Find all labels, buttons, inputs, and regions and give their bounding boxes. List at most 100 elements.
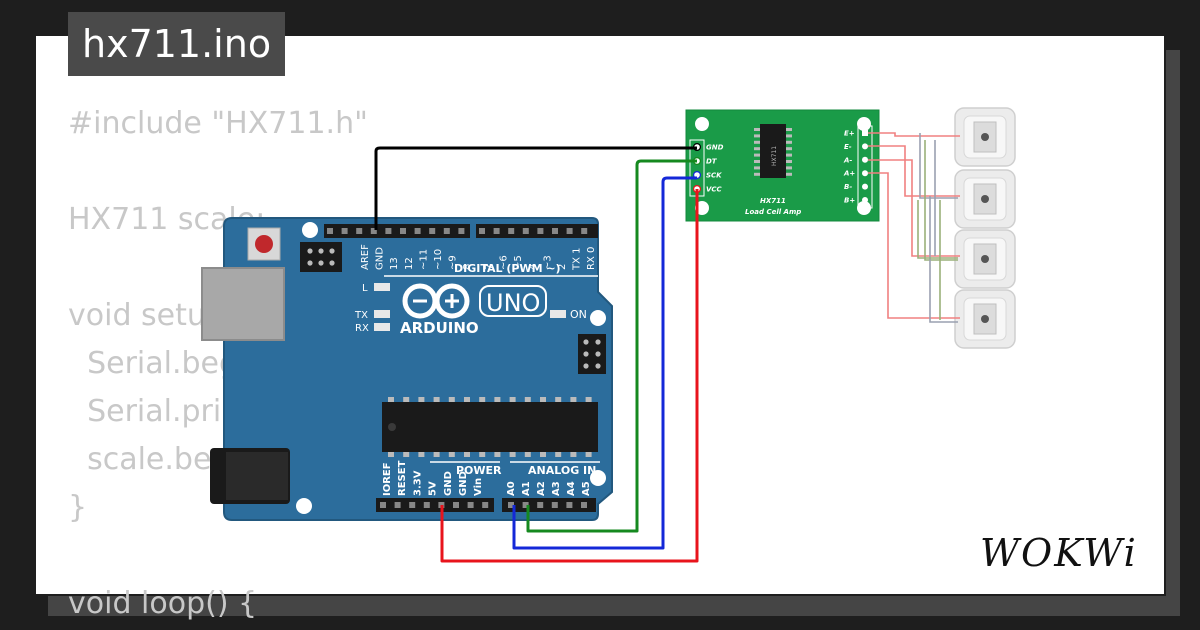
hx711-right-header (857, 125, 873, 209)
pin-hole[interactable] (356, 228, 363, 234)
mount-hole (302, 222, 318, 238)
pin-hole[interactable] (537, 228, 544, 234)
load-cell-wire (868, 172, 960, 319)
analog-pin-label: A3 (551, 481, 562, 496)
file-title[interactable]: hx711.ino (68, 12, 286, 76)
chip-leg (524, 397, 531, 402)
load-cell-screw (981, 315, 989, 323)
load-cell[interactable] (954, 107, 1016, 167)
pin-hole[interactable] (493, 228, 500, 234)
load-cell-wire (929, 196, 958, 323)
load-cell[interactable] (954, 289, 1016, 349)
pin-hole[interactable] (423, 502, 430, 508)
pin-hole[interactable] (385, 228, 392, 234)
hx711-pin-label: SCK (706, 172, 722, 180)
pin-hole[interactable] (394, 502, 401, 508)
pin-hole[interactable] (537, 502, 544, 508)
power-pin-label: RESET (397, 460, 408, 496)
pin-hole[interactable] (400, 228, 406, 234)
pin-hole[interactable] (327, 228, 333, 234)
pin-hole[interactable] (581, 502, 587, 508)
chip-leg (786, 134, 792, 138)
hx711-pin[interactable] (862, 197, 868, 203)
load-cell[interactable] (954, 229, 1016, 289)
pin-hole[interactable] (566, 228, 573, 234)
hx711-chip-label: HX711 (771, 146, 778, 166)
wire-vcc[interactable] (440, 189, 699, 563)
pin-hole[interactable] (429, 228, 436, 234)
chip-leg (754, 172, 760, 176)
bottom-pin-holes (380, 502, 587, 508)
mount-hole (296, 498, 312, 514)
pin-hole[interactable] (467, 502, 474, 508)
pin-hole[interactable] (409, 502, 416, 508)
hx711-pin-label: B+ (844, 197, 855, 205)
hx711-pin-label: DT (706, 158, 718, 166)
pin-hole[interactable] (482, 502, 489, 508)
code-line: } (68, 490, 88, 525)
led-rx (374, 323, 390, 331)
hx711-pin[interactable] (862, 170, 868, 177)
pin-hole[interactable] (581, 228, 588, 234)
digital-pin-label: 12 (404, 257, 415, 270)
hx711-mount-hole (857, 117, 871, 131)
hx711-pin[interactable] (862, 130, 868, 136)
power-pin-label: Vin (473, 478, 484, 496)
pin-hole[interactable] (522, 502, 529, 508)
chip-leg (786, 160, 792, 163)
power-pin-label: GND (443, 471, 454, 496)
wire-sck[interactable] (512, 176, 697, 550)
pin-hole[interactable] (380, 502, 386, 508)
digital-pin-label: ~6 (499, 255, 510, 270)
analog-pin-label: A0 (506, 481, 517, 496)
hx711-title: HX711 (760, 197, 786, 205)
power-pin-label: IOREF (382, 462, 393, 496)
pin-hole[interactable] (341, 228, 348, 234)
pin-hole[interactable] (479, 228, 485, 234)
chip-leg (418, 397, 425, 402)
chip-leg (403, 452, 410, 457)
reset-button[interactable] (255, 235, 273, 253)
pin-hole[interactable] (453, 502, 459, 508)
led-rx-label: RX (355, 323, 369, 334)
chip-leg (509, 452, 516, 457)
chip-leg (403, 397, 410, 402)
hx711-pin-label: A- (843, 156, 852, 164)
analog-label: ANALOG IN (528, 464, 596, 477)
chip-leg (555, 397, 562, 402)
hx711-chip-legs (754, 128, 792, 176)
chip-leg (524, 452, 531, 457)
mount-hole (590, 310, 606, 326)
icsp-header-2 (578, 334, 606, 374)
pin-hole[interactable] (551, 502, 558, 508)
hx711-pin-label: B- (844, 183, 852, 191)
load-cells[interactable] (954, 107, 1016, 349)
power-header (376, 498, 494, 512)
pin-hole[interactable] (508, 228, 515, 234)
digital-pin-label: ~3 (542, 255, 553, 270)
pin-hole[interactable] (566, 502, 573, 508)
pin-hole[interactable] (370, 228, 377, 234)
pin-hole[interactable] (414, 228, 421, 234)
digital-pin-holes (327, 228, 588, 234)
hx711-pin[interactable] (862, 156, 868, 163)
digital-pin-label: ~11 (418, 249, 429, 270)
hx711-pin[interactable] (862, 143, 868, 150)
pin-hole[interactable] (522, 228, 529, 234)
load-cell[interactable] (954, 169, 1016, 229)
wire-gnd[interactable] (374, 146, 697, 230)
icsp-2-pins (583, 339, 601, 369)
hx711-subtitle: Load Cell Amp (745, 208, 801, 216)
chip-leg (585, 397, 592, 402)
wire-dt[interactable] (526, 159, 697, 533)
wokwi-logo-text: WOKWi (980, 531, 1138, 575)
pin-hole[interactable] (458, 228, 465, 234)
pin-hole[interactable] (443, 228, 450, 234)
pin-hole[interactable] (552, 228, 558, 234)
pin-hole[interactable] (508, 502, 514, 508)
hx711-pin[interactable] (862, 183, 868, 190)
